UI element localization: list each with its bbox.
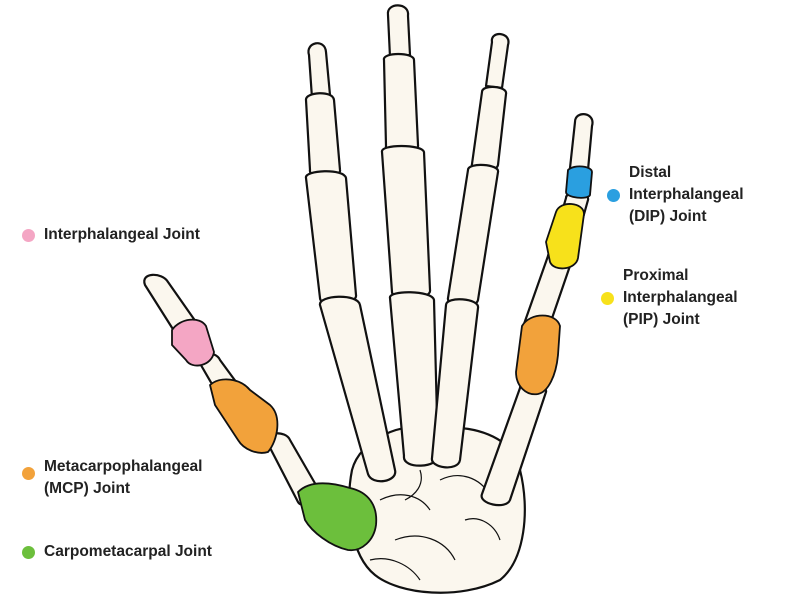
index-distal-phalanx [307,42,332,100]
legend-carpometacarpal: Carpometacarpal Joint [22,541,212,563]
little-distal-phalanx [568,113,594,172]
carpal-detail [369,469,501,581]
carpometacarpal-label: Carpometacarpal Joint [44,543,212,560]
thumb-mcp-joint [209,378,279,454]
distal-dot [607,189,620,202]
legend-interphalangeal: Interphalangeal Joint [22,224,200,246]
proximal-label: Proximal Interphalangeal (PIP) Joint [623,267,738,328]
carpometacarpal-joint [297,482,378,552]
ring-distal-phalanx [484,33,510,90]
mcp-dot [22,467,35,480]
little-dip-joint [565,165,593,199]
proximal-dot [601,292,614,305]
legend-proximal-interphalangeal: Proximal Interphalangeal (PIP) Joint [601,265,738,331]
interphalangeal-label: Interphalangeal Joint [44,226,200,243]
middle-middle-phalanx [382,52,420,155]
ring-proximal-phalanx [446,163,500,307]
thumb-distal-phalanx [143,273,198,336]
mcp-label: Metacarpophalangeal (MCP) Joint [44,458,203,497]
legend-distal-interphalangeal: Distal Interphalangeal (DIP) Joint [607,162,744,228]
index-middle-phalanx [304,92,342,178]
middle-proximal-phalanx [380,144,432,300]
legend-metacarpophalangeal: Metacarpophalangeal (MCP) Joint [22,456,203,500]
index-metacarpal [318,295,397,483]
interphalangeal-dot [22,229,35,242]
distal-label: Distal Interphalangeal (DIP) Joint [629,164,744,225]
joint-highlights [171,165,593,552]
little-pip-joint [545,203,585,270]
ring-middle-phalanx [470,85,508,172]
little-mcp-joint [515,314,561,396]
ring-metacarpal [430,298,480,469]
carpometacarpal-dot [22,546,35,559]
index-proximal-phalanx [304,170,358,306]
middle-distal-phalanx [386,4,412,59]
thumb-ip-joint [171,318,215,367]
